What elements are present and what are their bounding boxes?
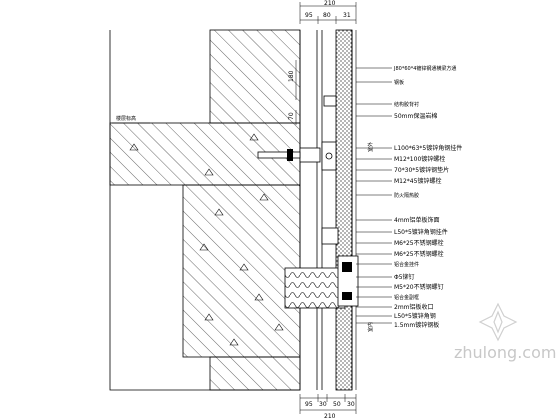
watermark: zhulong.com bbox=[454, 302, 556, 362]
callout-label: 防火隔热胶 bbox=[394, 192, 419, 199]
callout-label: J80*60*4镀锌钢通横梁方通 bbox=[393, 65, 456, 72]
callout-label: 铝合金挂件 bbox=[394, 261, 419, 268]
dim-top-1: 95 bbox=[305, 12, 313, 19]
dim-bottom-total: 210 bbox=[324, 413, 336, 420]
dim-vertical-2: 70 bbox=[288, 112, 295, 120]
callout-label: 1.5mm镀锌钢板 bbox=[394, 321, 439, 329]
dim-bottom-4: 30 bbox=[347, 401, 355, 408]
floor-level-mark: 楼层标高 bbox=[112, 115, 150, 124]
callout-label: 钢板 bbox=[394, 79, 404, 86]
callout-label: L50*5镀锌角钢 bbox=[394, 312, 436, 320]
callout-label: M6*25不锈钢螺栓 bbox=[394, 250, 444, 258]
dimension-texts: 210 95 80 31 95 30 50 30 210 180 70 bbox=[288, 0, 355, 420]
callout-label: L100*63*5镀锌角钢挂件 bbox=[394, 144, 462, 152]
dim-top-2: 80 bbox=[323, 12, 331, 19]
concrete-structure bbox=[109, 29, 301, 391]
dim-top-total: 210 bbox=[324, 0, 336, 7]
side-labels: 室外 室内 bbox=[367, 142, 374, 332]
side-label-inside: 室内 bbox=[367, 322, 374, 332]
dim-top-3: 31 bbox=[343, 12, 351, 19]
callout-labels: J80*60*4镀锌钢通横梁方通 钢板 结构胶背衬 50mm保温岩棉 L100*… bbox=[393, 65, 462, 329]
dim-bottom-3: 50 bbox=[333, 401, 341, 408]
callouts bbox=[356, 67, 392, 324]
callout-label: M12*100镀锌螺栓 bbox=[394, 155, 445, 163]
watermark-logo-icon bbox=[478, 302, 518, 342]
callout-label: M6*25不锈钢螺栓 bbox=[394, 239, 444, 247]
dim-bottom-1: 95 bbox=[305, 401, 313, 408]
dimension-lines bbox=[295, 2, 357, 414]
callout-label: 2mm铝板收口 bbox=[394, 303, 434, 311]
callout-label: 结构胶背衬 bbox=[394, 101, 419, 108]
watermark-text: zhulong.com bbox=[454, 343, 556, 362]
callout-label: Φ5铆钉 bbox=[394, 273, 415, 281]
floor-level-label: 楼层标高 bbox=[116, 115, 136, 122]
callout-label: 50mm保温岩棉 bbox=[394, 112, 437, 120]
callout-label: L50*5镀锌角钢挂件 bbox=[394, 228, 448, 236]
callout-label: 铝合金副框 bbox=[394, 294, 419, 301]
callout-label: M12*45镀锌螺栓 bbox=[394, 177, 441, 185]
facade-system bbox=[257, 29, 359, 391]
dim-vertical-1: 180 bbox=[288, 70, 295, 82]
side-label-outside: 室外 bbox=[367, 142, 374, 152]
callout-label: 70*30*5镀锌钢垫片 bbox=[394, 166, 449, 174]
callout-label: 4mm铝单板饰面 bbox=[394, 216, 440, 224]
callout-label: M5*20不锈钢螺钉 bbox=[394, 283, 444, 291]
dim-bottom-2: 30 bbox=[319, 401, 327, 408]
